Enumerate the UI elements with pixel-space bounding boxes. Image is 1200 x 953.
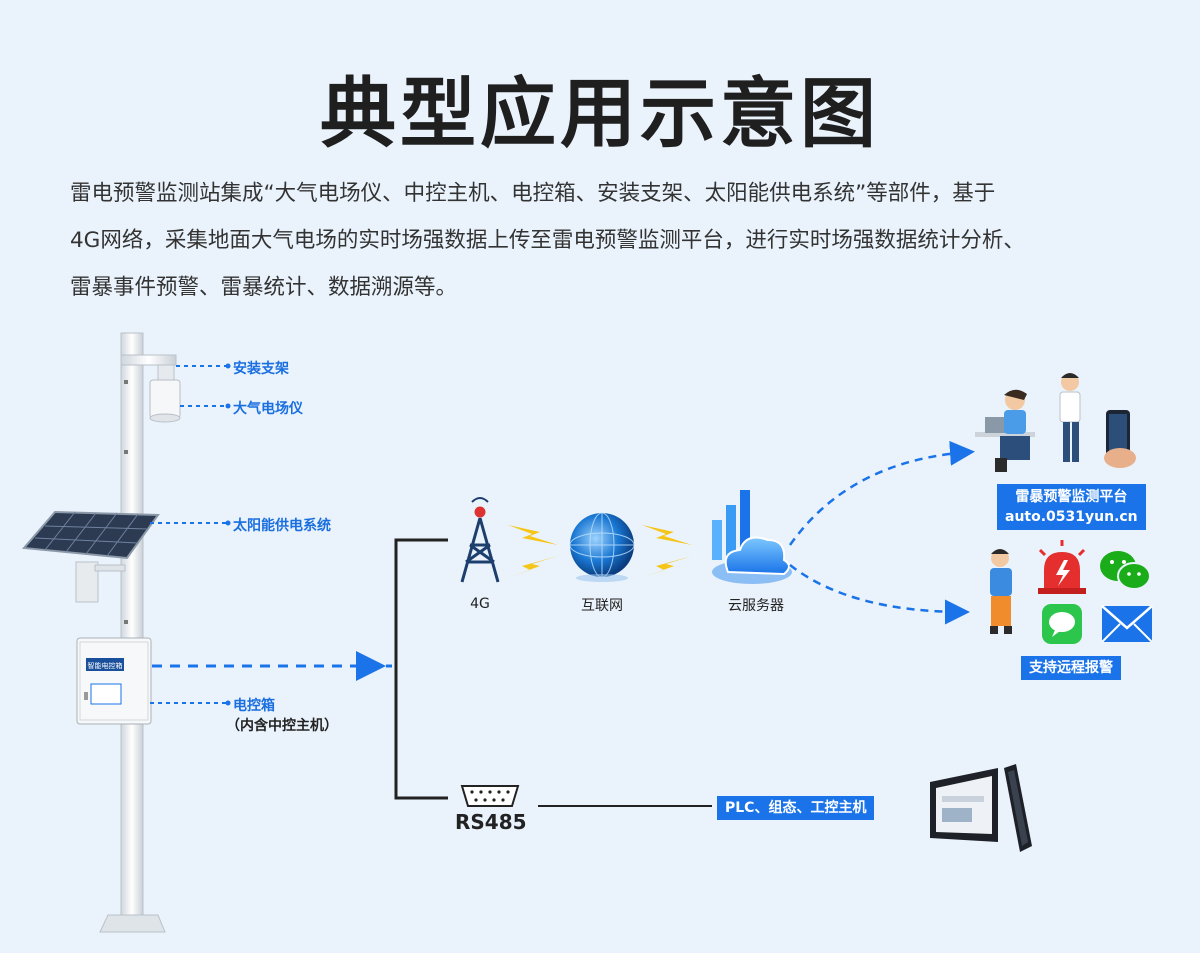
wechat-icon bbox=[1100, 551, 1151, 590]
platform-tag[interactable]: 雷暴预警监测平台 auto.0531yun.cn bbox=[997, 484, 1146, 530]
alarm-tag: 支持远程报警 bbox=[1021, 656, 1121, 680]
description-line-1: 雷电预警监测站集成“大气电场仪、中控主机、电控箱、安装支架、太阳能供电系统”等部… bbox=[70, 181, 996, 206]
control-box bbox=[76, 637, 152, 725]
upload-arrow-platform bbox=[788, 440, 975, 546]
label-sensor: 大气电场仪 bbox=[233, 401, 303, 417]
email-icon bbox=[1101, 605, 1153, 643]
platform-name: 雷暴预警监测平台 bbox=[1015, 489, 1128, 505]
label-cloud-server: 云服务器 bbox=[728, 598, 784, 614]
desk-user-illustration bbox=[975, 389, 1035, 472]
electric-field-sensor bbox=[149, 379, 181, 423]
plc-tag: PLC、组态、工控主机 bbox=[717, 796, 875, 820]
industrial-panel-pc-icon bbox=[930, 764, 1032, 852]
label-bracket: 安装支架 bbox=[233, 361, 289, 377]
platform-url[interactable]: auto.0531yun.cn bbox=[1005, 509, 1138, 525]
siren-icon bbox=[1038, 540, 1086, 594]
label-internet: 互联网 bbox=[581, 598, 623, 614]
label-solar: 太阳能供电系统 bbox=[233, 518, 331, 534]
signal-bolts bbox=[508, 525, 692, 578]
box-nameplate: 智能电控箱 bbox=[88, 661, 123, 670]
label-control-box-sub: （内含中控主机） bbox=[226, 718, 338, 734]
internet-globe-icon bbox=[569, 512, 635, 582]
page-title: 典型应用示意图 bbox=[320, 69, 880, 158]
alarm-user-illustration bbox=[990, 549, 1012, 634]
phone-user-illustration bbox=[1059, 373, 1136, 468]
label-control-box: 电控箱 bbox=[233, 698, 275, 714]
sms-message-icon bbox=[1042, 604, 1082, 644]
description-line-2: 4G网络，采集地面大气电场的实时场强数据上传至雷电预警监测平台，进行实时场强数据… bbox=[70, 228, 1025, 253]
callout-lines bbox=[150, 365, 228, 704]
label-rs485: RS485 bbox=[455, 810, 527, 834]
monitoring-pole bbox=[99, 332, 166, 933]
connector-bracket bbox=[394, 538, 448, 800]
upload-arrow-alarm bbox=[789, 564, 970, 625]
label-4g: 4G bbox=[470, 596, 490, 612]
solar-panel bbox=[21, 510, 160, 603]
rs485-port-icon bbox=[460, 785, 520, 807]
description-line-3: 雷暴事件预警、雷暴统计、数据溯源等。 bbox=[70, 275, 458, 300]
cell-tower-icon bbox=[460, 497, 500, 583]
description: 雷电预警监测站集成“大气电场仪、中控主机、电控箱、安装支架、太阳能供电系统”等部… bbox=[70, 170, 1140, 311]
cloud-server-icon bbox=[712, 490, 792, 584]
